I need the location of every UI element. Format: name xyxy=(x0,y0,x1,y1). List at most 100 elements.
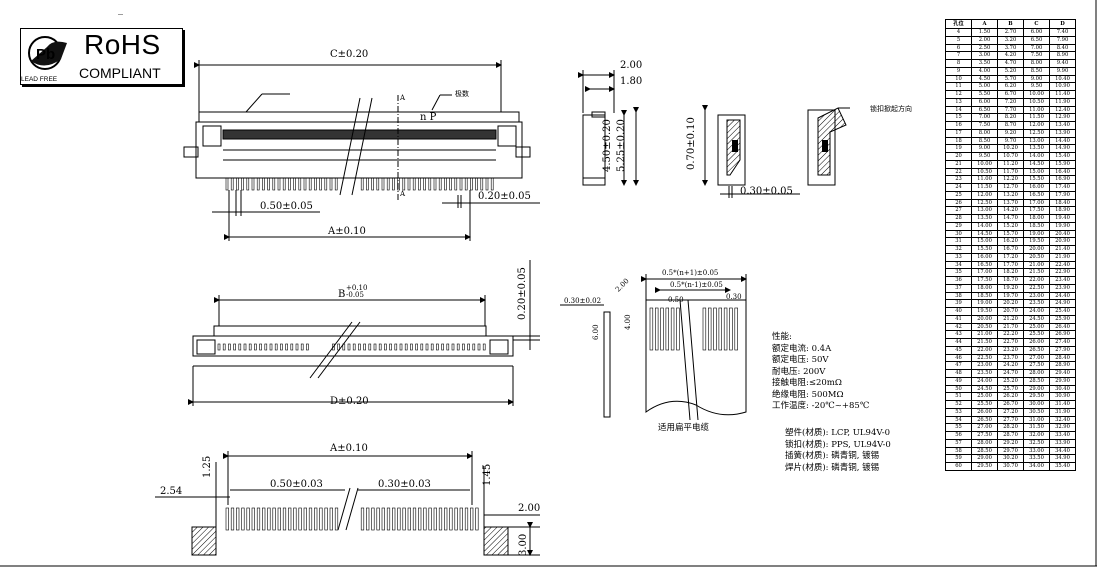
pin xyxy=(428,177,432,191)
table-cell: 13.00 xyxy=(1023,136,1050,146)
table-cell: 40 xyxy=(945,307,972,316)
table-cell: 8.00 xyxy=(971,128,998,138)
table-cell: 20.00 xyxy=(971,314,998,324)
table-cell: 27 xyxy=(945,206,972,215)
pin xyxy=(282,507,287,531)
table-cell: 8.90 xyxy=(1049,51,1076,60)
table-cell: 11.20 xyxy=(997,159,1024,169)
pin xyxy=(402,177,406,191)
table-cell: 24.50 xyxy=(971,384,998,394)
pin xyxy=(376,507,380,531)
table-cell: 45 xyxy=(945,345,972,355)
table-cell: 17.40 xyxy=(1049,183,1076,192)
mid-dim-d: D±0.20 xyxy=(330,396,369,407)
top-view xyxy=(183,60,540,241)
table-cell: 16.00 xyxy=(971,252,998,262)
table-cell: 59 xyxy=(945,454,972,463)
table-cell: 22.90 xyxy=(1049,268,1076,277)
table-cell: 11.70 xyxy=(997,167,1024,177)
table-cell: 21.00 xyxy=(1023,260,1050,270)
table-cell: 20.70 xyxy=(997,307,1024,316)
pin xyxy=(363,343,366,351)
pin xyxy=(303,177,307,191)
pin xyxy=(228,343,231,351)
pin xyxy=(246,507,250,531)
table-cell: 51 xyxy=(945,392,972,401)
spec-line: 接触电阻:≤20mΩ xyxy=(772,378,842,388)
table-cell: 2.70 xyxy=(997,28,1024,37)
table-cell: 24.90 xyxy=(1049,299,1076,308)
pin xyxy=(438,507,443,531)
table-cell: 15.70 xyxy=(997,229,1024,239)
pin xyxy=(256,177,260,191)
pin xyxy=(702,307,707,351)
pin xyxy=(394,343,398,351)
table-cell: 28 xyxy=(945,214,972,223)
table-cell: 14.70 xyxy=(997,214,1024,223)
table-cell: 12.90 xyxy=(1049,113,1076,122)
fpc-dim-400: 4.00 xyxy=(624,314,632,330)
table-cell: 26.50 xyxy=(1023,345,1050,355)
table-cell: 24.00 xyxy=(971,376,998,386)
table-cell: 6.00 xyxy=(971,97,998,107)
table-cell: 29 xyxy=(945,221,972,231)
table-cell: 4.70 xyxy=(997,59,1024,68)
pin xyxy=(459,507,463,531)
pin xyxy=(467,343,470,351)
pin xyxy=(277,177,281,191)
material-line: 锁扣(材质): PPS, UL94V-0 xyxy=(785,439,891,450)
table-cell: 49 xyxy=(945,376,972,386)
table-cell: 24.00 xyxy=(1023,307,1050,316)
mid-view-pins xyxy=(217,343,486,351)
table-cell: 4.50 xyxy=(971,74,998,84)
pin xyxy=(352,343,356,351)
table-cell: 32.40 xyxy=(1049,415,1076,425)
pin xyxy=(295,343,299,351)
pin xyxy=(418,177,421,191)
table-cell: 43 xyxy=(945,330,972,339)
pin xyxy=(324,507,328,531)
table-cell: 35.40 xyxy=(1049,462,1076,471)
table-cell: 31.40 xyxy=(1049,400,1076,409)
mid-dim-b: B xyxy=(338,289,346,300)
table-cell: 23.00 xyxy=(1023,291,1050,301)
pin xyxy=(314,177,317,191)
pin xyxy=(272,507,276,531)
pin xyxy=(262,507,266,531)
table-cell: 19.50 xyxy=(971,307,998,316)
table-cell: 42 xyxy=(945,322,972,332)
table-cell: 14.90 xyxy=(1049,144,1076,153)
table-cell: 29.90 xyxy=(1049,376,1076,386)
table-cell: 24.40 xyxy=(1049,291,1076,301)
table-cell: 10.70 xyxy=(997,152,1024,161)
table-cell: 17.00 xyxy=(971,268,998,277)
pin xyxy=(399,343,403,351)
table-cell: 9.40 xyxy=(1049,59,1076,68)
table-cell: 16.00 xyxy=(1023,183,1050,192)
spec-line: 额定电流: 0.4A xyxy=(772,343,832,354)
table-cell: 11.00 xyxy=(1023,105,1050,115)
pin xyxy=(360,177,364,191)
pin xyxy=(420,343,424,351)
table-cell: 7.00 xyxy=(1023,43,1050,53)
table-cell: 6.70 xyxy=(997,90,1024,99)
table-cell: 52 xyxy=(945,400,972,409)
table-cell: 26 xyxy=(945,198,972,208)
table-cell: 30 xyxy=(945,229,972,239)
pin xyxy=(433,507,437,531)
table-cell: 27.70 xyxy=(997,415,1024,425)
table-cell: 34.90 xyxy=(1049,454,1076,463)
table-cell: 17.70 xyxy=(997,260,1024,270)
table-cell: 3.00 xyxy=(971,51,998,60)
table-cell: 27.50 xyxy=(1023,361,1050,370)
